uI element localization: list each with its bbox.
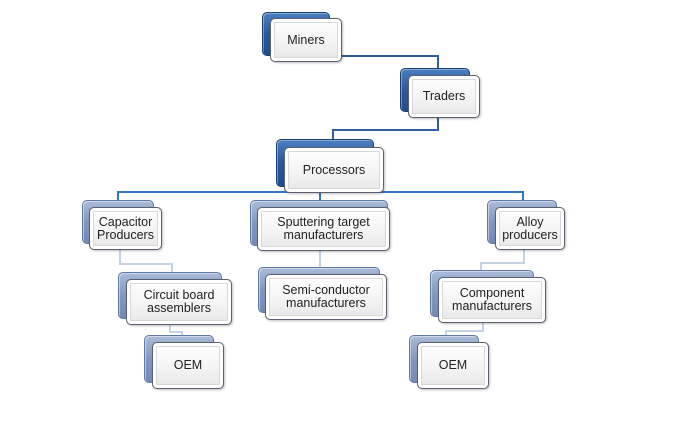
node-label-component: Component manufacturers (452, 286, 532, 313)
node-label-oem-right: OEM (438, 358, 468, 372)
edge-capacitor-circuit (119, 250, 173, 279)
node-label-traders: Traders (422, 89, 466, 103)
node-box: Processors (284, 147, 384, 193)
node-label-sputtering: Sputtering target manufacturers (277, 215, 370, 242)
node-box: Semi-conductor manufacturers (265, 274, 387, 320)
node-label-oem-left: OEM (173, 358, 203, 372)
node-box: Miners (270, 18, 342, 62)
node-box: Sputtering target manufacturers (257, 207, 390, 251)
node-label-semiconductor: Semi-conductor manufacturers (282, 283, 370, 310)
node-box: OEM (417, 342, 489, 389)
node-box: Component manufacturers (438, 277, 546, 323)
node-box: OEM (152, 342, 224, 389)
node-label-capacitor: Capacitor Producers (97, 214, 154, 242)
node-box: Circuit board assemblers (126, 279, 232, 325)
node-box: Capacitor Producers (89, 207, 162, 250)
node-box: Traders (408, 75, 480, 118)
node-box: Alloy producers (495, 207, 565, 250)
node-label-miners: Miners (287, 32, 325, 47)
node-label-circuit: Circuit board assemblers (143, 288, 215, 315)
node-label-alloy: Alloy producers (502, 214, 558, 242)
node-label-processors: Processors (302, 162, 366, 177)
